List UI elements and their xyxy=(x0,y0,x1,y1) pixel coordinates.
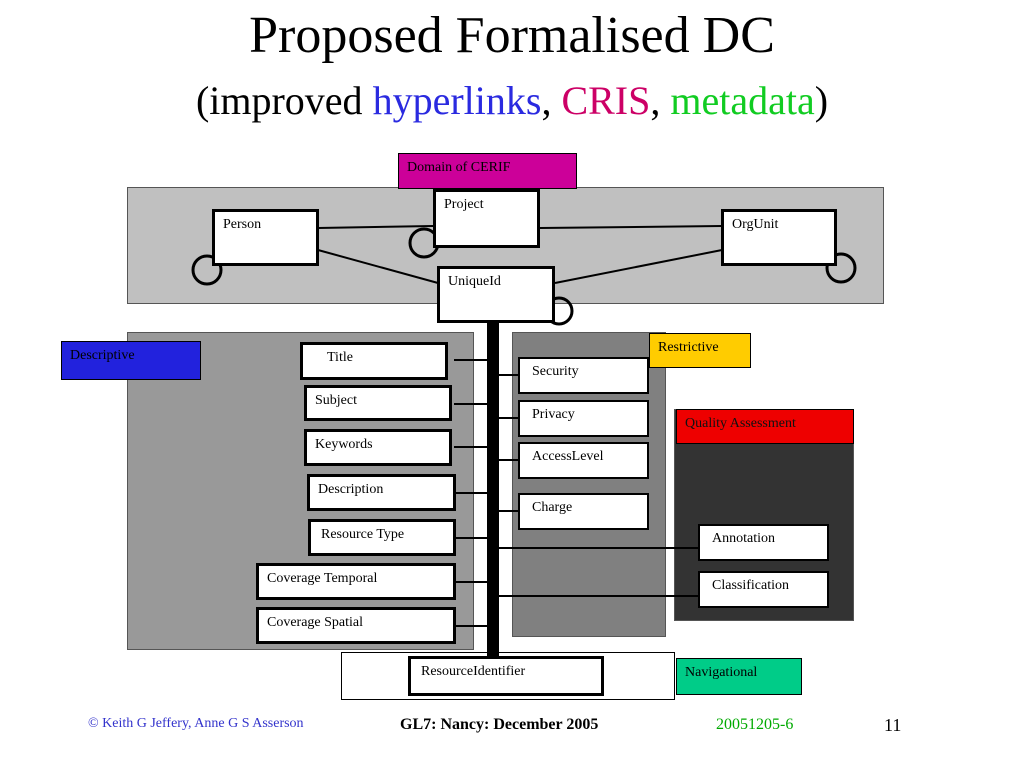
subtitle-open: (improved xyxy=(195,78,373,123)
person-project-link xyxy=(317,225,434,229)
subtitle-sep1: , xyxy=(541,78,562,123)
subtitle-metadata: metadata xyxy=(670,78,815,123)
navigational-tag: Navigational xyxy=(676,658,802,695)
keywords-entity: Keywords xyxy=(304,429,452,466)
classification-entity: Classification xyxy=(698,571,829,608)
coverage-temporal-entity: Coverage Temporal xyxy=(256,563,456,600)
uniqueid-orgunit-link xyxy=(554,249,723,284)
quality-assessment-tag: Quality Assessment xyxy=(676,409,854,444)
person-uniqueid-link xyxy=(317,249,439,284)
restrictive-tag: Restrictive xyxy=(649,333,751,368)
person-entity: Person xyxy=(212,209,319,266)
footer-event: GL7: Nancy: December 2005 xyxy=(400,716,599,733)
description-entity: Description xyxy=(307,474,456,511)
subtitle-hyperlinks: hyperlinks xyxy=(372,78,542,123)
slide-title: Proposed Formalised DC xyxy=(249,7,775,64)
slide-subtitle: (improved hyperlinks, CRIS, metadata) xyxy=(0,76,1024,126)
person-connector-circle xyxy=(191,254,223,286)
subtitle-sep2: , xyxy=(650,78,671,123)
project-orgunit-link xyxy=(539,225,723,229)
annotation-entity: Annotation xyxy=(698,524,829,561)
footer-copyright: © Keith G Jeffery, Anne G S Asserson xyxy=(88,716,304,731)
subject-entity: Subject xyxy=(304,385,452,421)
descriptive-tag: Descriptive xyxy=(61,341,201,380)
footer-page-number: 11 xyxy=(884,715,902,735)
metadata-spine xyxy=(487,322,499,658)
security-entity: Security xyxy=(518,357,649,394)
resource-identifier-entity: ResourceIdentifier xyxy=(408,656,604,696)
charge-entity: Charge xyxy=(518,493,649,530)
domain-of-cerif-tag: Domain of CERIF xyxy=(398,153,577,189)
title-entity: Title xyxy=(300,342,448,380)
subtitle-close: ) xyxy=(814,78,829,123)
subtitle-cris: CRIS xyxy=(561,78,651,123)
uniqueid-entity: UniqueId xyxy=(437,266,555,323)
orgunit-entity: OrgUnit xyxy=(721,209,837,266)
accesslevel-entity: AccessLevel xyxy=(518,442,649,479)
coverage-spatial-entity: Coverage Spatial xyxy=(256,607,456,644)
footer-code: 20051205-6 xyxy=(716,716,794,733)
privacy-entity: Privacy xyxy=(518,400,649,437)
orgunit-connector-circle xyxy=(825,252,857,284)
resource-type-entity: Resource Type xyxy=(308,519,456,556)
project-entity: Project xyxy=(433,189,540,248)
